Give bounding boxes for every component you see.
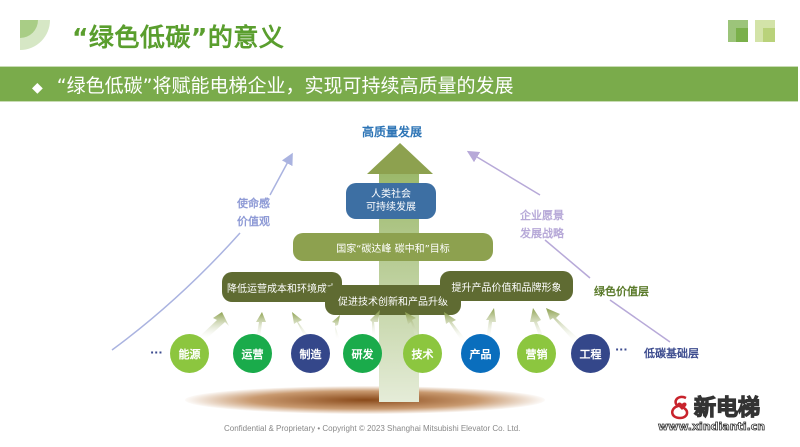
circle-item: 能源 [170,334,209,373]
small-arrow-10 [546,308,580,344]
right-line-mid [544,239,591,279]
value-box-brand: 提升产品价值和品牌形象 [440,271,573,301]
small-arrow-1 [200,312,229,340]
ground-shadow [185,386,545,414]
small-arrow-6 [405,312,420,340]
watermark-url: www.xindianti.cn [658,420,766,434]
right-label-line-2: 发展战略 [520,227,564,240]
green-layer-label: 绿色价值层 [594,285,649,298]
ellipsis-left: ··· [150,346,163,359]
circle-item: 制造 [291,334,330,373]
apex-box: 人类社会 可持续发展 [346,183,436,219]
watermark-heart-icon [671,395,689,420]
circle-item: 运营 [233,334,272,373]
circle-item: 产品 [461,334,500,373]
subtitle-label: “绿色低碳”将赋能电梯企业，实现可持续高质量的发展 [56,75,514,97]
ellipsis-right: ··· [615,343,628,356]
corner-decoration-icon [20,20,50,50]
circle-item: 工程 [571,334,610,373]
circle-item: 技术 [403,334,442,373]
small-arrow-5 [370,310,380,338]
value-box-cost: 降低运营成本和环境成本 [222,272,342,302]
base-layer-label: 低碳基础层 [644,347,699,360]
page-title: “绿色低碳”的意义 [72,23,285,52]
subtitle-text: ◆ “绿色低碳”将赋能电梯企业，实现可持续高质量的发展 [32,71,513,98]
apex-box-line-2: 可持续发展 [366,202,416,213]
right-arrow-label: 企业愿景 发展战略 [520,207,564,243]
circle-item: 营销 [517,334,556,373]
up-arrow-icon [367,143,433,174]
left-label-line-2: 价值观 [237,215,270,228]
circle-item: 研发 [343,334,382,373]
left-label-line-1: 使命感 [237,197,270,210]
footer-copyright: Confidential & Proprietary • Copyright ©… [224,424,521,433]
right-arrow-upper [466,150,541,196]
small-arrow-7 [444,312,466,342]
national-goal-box: 国家“碳达峰 碳中和”目标 [293,233,493,261]
small-arrow-3 [292,312,310,340]
left-arrow-label: 使命感 价值观 [237,195,270,231]
apex-box-line-1: 人类社会 [371,189,411,200]
subtitle-band [0,66,798,102]
right-line-lower [609,299,671,343]
watermark-name: 新电梯 [693,395,761,421]
small-arrow-8 [486,308,496,340]
diamond-icon: ◆ [32,80,43,96]
small-arrow-2 [256,312,266,340]
small-arrow-9 [530,308,545,342]
small-arrow-4 [332,315,340,340]
top-label: 高质量发展 [362,125,423,139]
right-label-line-1: 企业愿景 [520,209,564,222]
left-curve-lower [111,232,241,351]
value-box-innovation: 促进技术创新和产品升级 [325,285,461,315]
left-arrow-upper [269,152,293,196]
